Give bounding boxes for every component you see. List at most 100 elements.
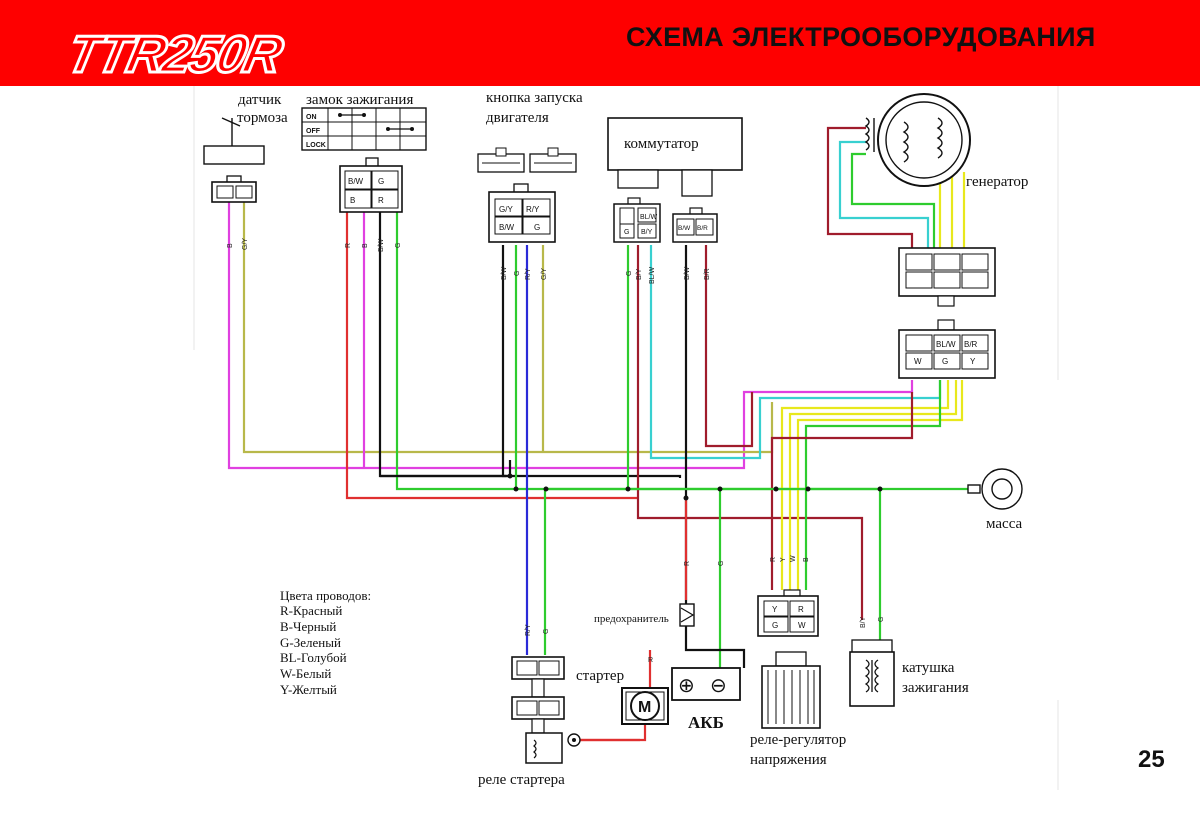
legend-item: Y-Желтый — [280, 682, 337, 697]
wire-gen-g — [850, 152, 936, 250]
cdi-connector-left — [613, 197, 661, 243]
wire-ign-bw — [378, 212, 512, 478]
pin: G — [772, 621, 778, 630]
wire-code: B/Y — [860, 616, 867, 628]
page-title: СХЕМА ЭЛЕКТРООБОРУДОВАНИЯ — [626, 22, 1096, 52]
wire-code: G — [395, 243, 402, 248]
start-button-connector — [488, 183, 556, 243]
wire-code: B/R — [704, 268, 711, 280]
brake-sensor — [203, 117, 265, 165]
start-button-symbol — [477, 147, 577, 173]
brake-sensor-label-1: датчик — [238, 92, 282, 108]
pin: B/W — [348, 177, 364, 186]
wire-cdi-br — [704, 245, 754, 448]
start-button-label-2: двигателя — [486, 110, 549, 126]
ground-terminal — [967, 468, 1023, 510]
brake-connector — [211, 175, 257, 203]
legend-item: R-Красный — [280, 603, 342, 618]
pin: G — [942, 357, 948, 366]
regulator-label-2: напряжения — [750, 752, 827, 768]
cdi-connector-right — [672, 207, 718, 243]
wire-brake-gy — [242, 200, 774, 454]
pin: Y — [772, 605, 778, 614]
starter-relay-label: реле стартера — [478, 772, 565, 788]
pin: B — [350, 196, 355, 205]
fuse-label: предохранитель — [594, 613, 669, 625]
pin: G/Y — [499, 205, 513, 214]
wire-code: B/W — [684, 266, 691, 280]
wire-gen-br — [826, 126, 914, 250]
junction — [543, 486, 549, 492]
wire-cdi-by — [636, 245, 864, 620]
junction — [877, 486, 883, 492]
starter-label: стартер — [576, 668, 624, 684]
regulator-unit — [761, 651, 821, 729]
title-banner — [0, 0, 1200, 86]
pin: R/Y — [526, 205, 540, 214]
pin: B/W — [678, 225, 691, 232]
wire-code: R — [345, 243, 352, 248]
wire-code: G — [543, 629, 550, 634]
wire-ign-r — [345, 212, 638, 500]
coil-label-2: зажигания — [902, 680, 969, 696]
ignition-row-off: OFF — [306, 128, 321, 135]
wire-code: W — [790, 555, 797, 562]
pin: G — [378, 177, 384, 186]
wire-code: B — [362, 243, 369, 248]
ignition-lock-label: замок зажигания — [306, 92, 413, 108]
pin: G — [534, 223, 540, 232]
legend-item: W-Белый — [280, 666, 331, 681]
wire-brake-b — [227, 200, 914, 470]
pin: W — [914, 357, 922, 366]
pin: Y — [970, 357, 976, 366]
pin: BL/W — [936, 340, 956, 349]
battery-plus-icon: ⊕ — [678, 675, 695, 697]
wire-code: B — [803, 557, 810, 562]
wire-code: B/Y — [636, 268, 643, 280]
generator-connector-lower — [898, 319, 996, 379]
legend-item: BL-Голубой — [280, 650, 347, 665]
cdi-unit — [607, 117, 743, 197]
generator-symbol — [864, 93, 971, 187]
pin: B/R — [964, 340, 978, 349]
junction — [683, 495, 689, 501]
ttr250r-logo: TTR250R — [61, 24, 290, 85]
wire-reg-r — [770, 392, 914, 590]
wire-code: R/Y — [525, 624, 532, 636]
wire-code: B — [227, 243, 234, 248]
junctions — [507, 473, 883, 501]
wire-gen-blw — [838, 140, 930, 250]
ground-label: масса — [986, 516, 1023, 532]
pin: G — [624, 229, 629, 236]
ignition-connector — [339, 157, 403, 213]
coil-label-1: катушка — [902, 660, 955, 676]
legend-item: B-Черный — [280, 619, 336, 634]
generator-connector-upper — [898, 247, 996, 307]
wire-code: G — [718, 561, 725, 566]
cdi-label: коммутатор — [624, 136, 699, 152]
fuse-symbol — [679, 603, 695, 627]
junction — [773, 486, 779, 492]
ignition-lock-table — [301, 107, 427, 151]
ignition-coil — [849, 639, 895, 707]
wire-code: G — [878, 617, 885, 622]
starter-relay — [511, 656, 581, 764]
ignition-row-lock: LOCK — [306, 142, 326, 149]
junction — [717, 486, 723, 492]
wire-code: G — [514, 271, 521, 276]
start-button-label-1: кнопка запуска — [486, 90, 583, 106]
wire-reg-y2 — [788, 380, 958, 590]
wire-code: R/Y — [525, 268, 532, 280]
wire-code: R — [770, 557, 777, 562]
legend-title: Цвета проводов: — [280, 588, 371, 603]
wire-fuse-bat — [684, 625, 746, 668]
wire-reg-y1 — [780, 380, 950, 590]
starter-motor — [621, 687, 669, 725]
wire-start-bw — [501, 245, 682, 478]
motor-symbol: M — [638, 699, 651, 716]
brake-sensor-label-2: тормоза — [237, 110, 288, 126]
wire-code: Y — [780, 557, 787, 562]
battery-label: АКБ — [688, 713, 724, 732]
wire-reg-g — [804, 380, 942, 590]
